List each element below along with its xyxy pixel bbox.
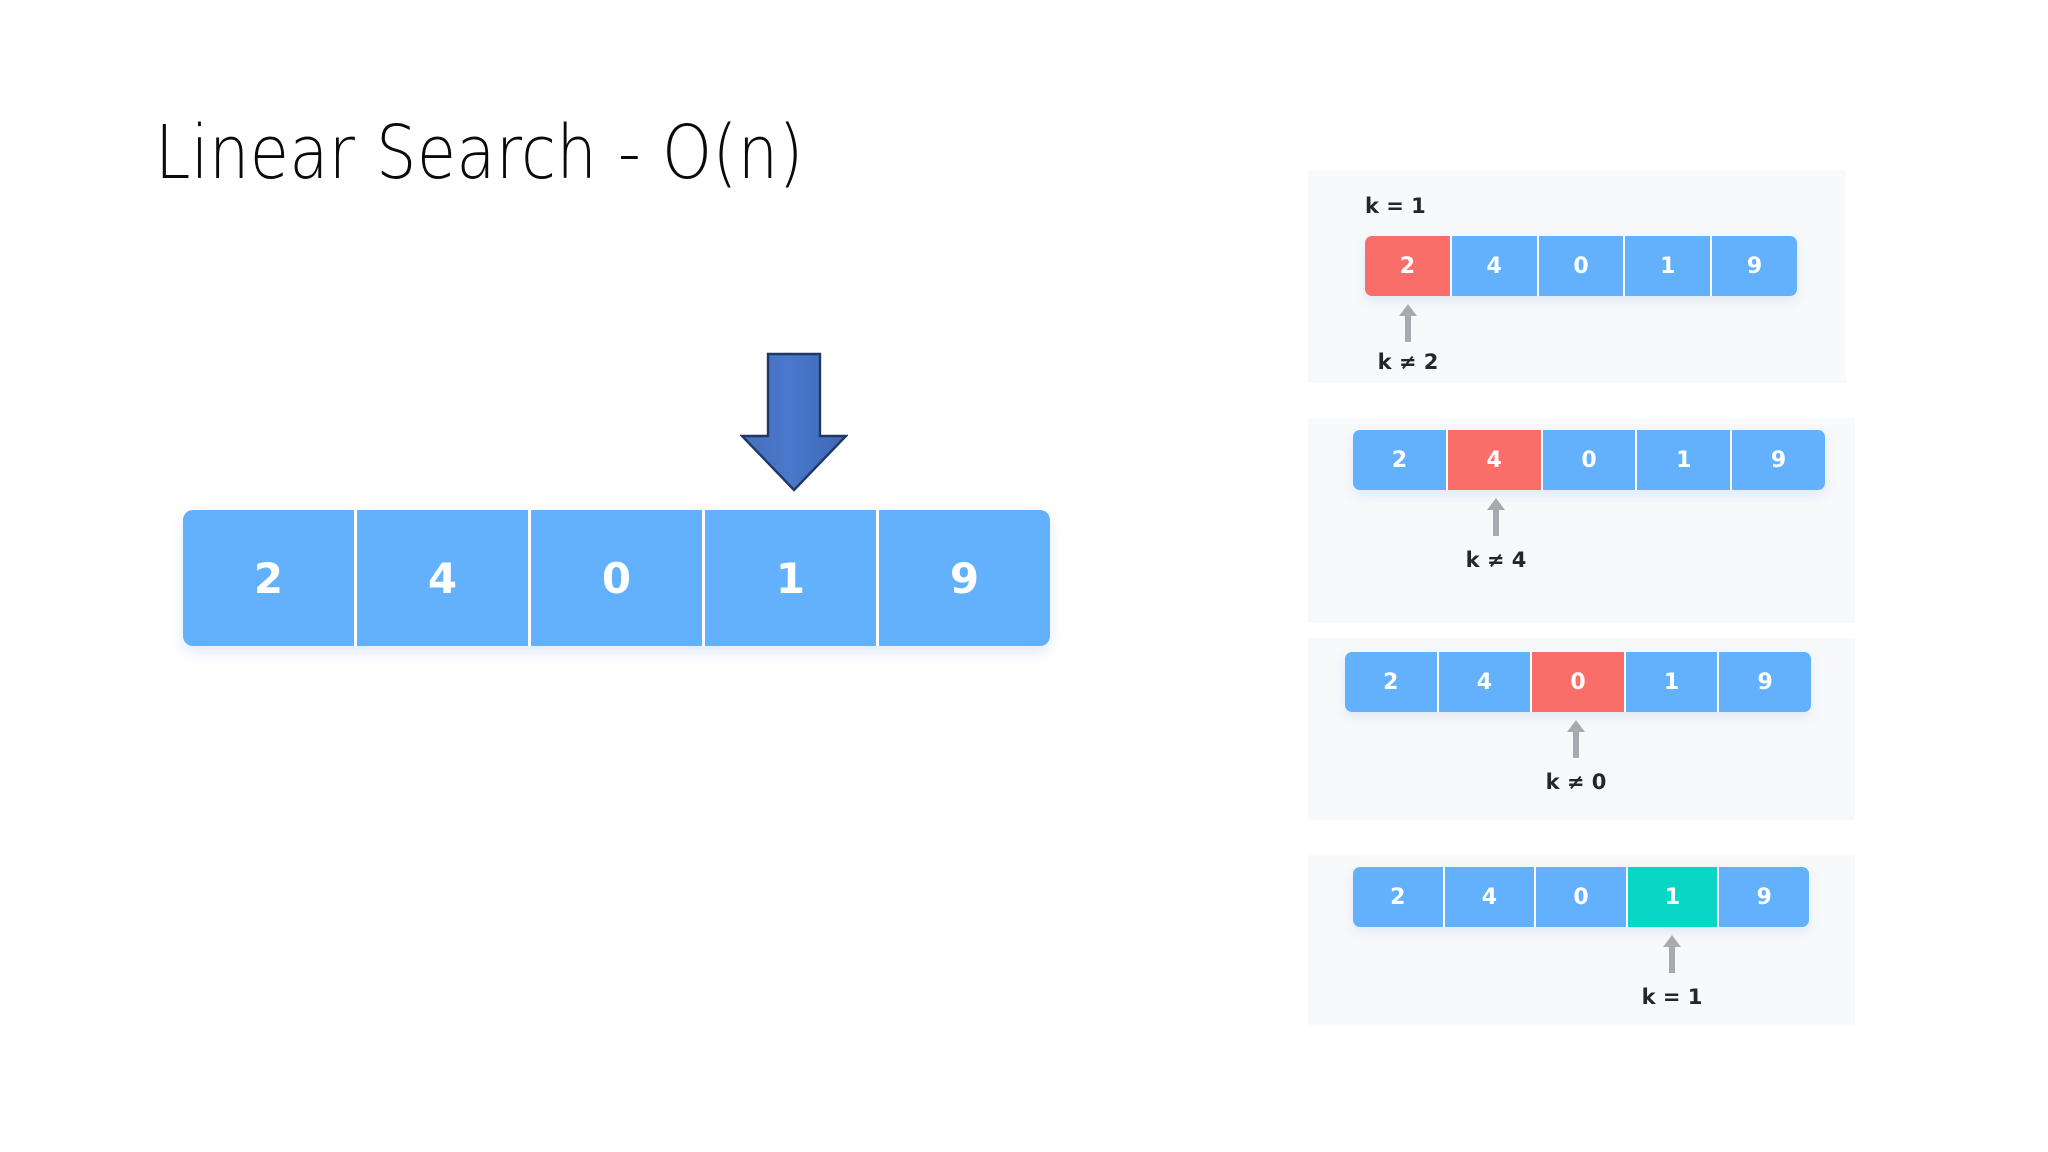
step-4-cell[interactable]: 1	[1627, 867, 1720, 927]
step-4-cell[interactable]: 9	[1719, 867, 1809, 927]
step-1-cell[interactable]: 2	[1365, 236, 1452, 296]
step-3-result-label: k ≠ 0	[1545, 770, 1607, 794]
step-4-array: 2 4 0 1 9	[1353, 867, 1809, 927]
up-arrow-icon	[1567, 720, 1585, 758]
step-2-cell[interactable]: 2	[1353, 430, 1448, 490]
step-4-cell[interactable]: 2	[1353, 867, 1445, 927]
main-array-cell[interactable]: 1	[705, 510, 879, 646]
step-2-cell[interactable]: 1	[1637, 430, 1733, 490]
up-arrow-icon	[1399, 304, 1417, 342]
step-1-array: 2 4 0 1 9	[1365, 236, 1797, 296]
down-arrow-icon	[740, 352, 848, 492]
step-4-cell[interactable]: 0	[1536, 867, 1628, 927]
step-3-cell[interactable]: 4	[1438, 652, 1533, 712]
step-1-cell[interactable]: 4	[1451, 236, 1539, 296]
main-array-cell[interactable]: 4	[357, 510, 531, 646]
step-2-cell[interactable]: 0	[1542, 430, 1638, 490]
step-2-cell[interactable]: 9	[1732, 430, 1825, 490]
step-3-cell[interactable]: 1	[1625, 652, 1720, 712]
step-1-target-key-label: k = 1	[1365, 194, 1426, 218]
step-2-array: 2 4 0 1 9	[1353, 430, 1825, 490]
step-3-array: 2 4 0 1 9	[1345, 652, 1811, 712]
page-title: Linear Search - O(n)	[155, 110, 804, 196]
step-1-cell[interactable]: 9	[1712, 236, 1797, 296]
main-array-cell[interactable]: 0	[531, 510, 705, 646]
step-2-result-label: k ≠ 4	[1465, 548, 1527, 572]
step-1-result-label: k ≠ 2	[1377, 350, 1439, 374]
step-2-cell[interactable]: 4	[1447, 430, 1543, 490]
up-arrow-icon	[1487, 498, 1505, 536]
step-1-cell[interactable]: 1	[1625, 236, 1713, 296]
step-4-cell[interactable]: 4	[1444, 867, 1537, 927]
step-3-cell[interactable]: 0	[1532, 652, 1626, 712]
step-3-cell[interactable]: 2	[1345, 652, 1439, 712]
up-arrow-icon	[1663, 935, 1681, 973]
main-array-cell[interactable]: 2	[183, 510, 357, 646]
main-array-cell[interactable]: 9	[879, 510, 1050, 646]
step-1-cell[interactable]: 0	[1538, 236, 1626, 296]
step-4-result-label: k = 1	[1641, 985, 1703, 1009]
step-3-cell[interactable]: 9	[1719, 652, 1811, 712]
main-array: 2 4 0 1 9	[183, 510, 1050, 646]
